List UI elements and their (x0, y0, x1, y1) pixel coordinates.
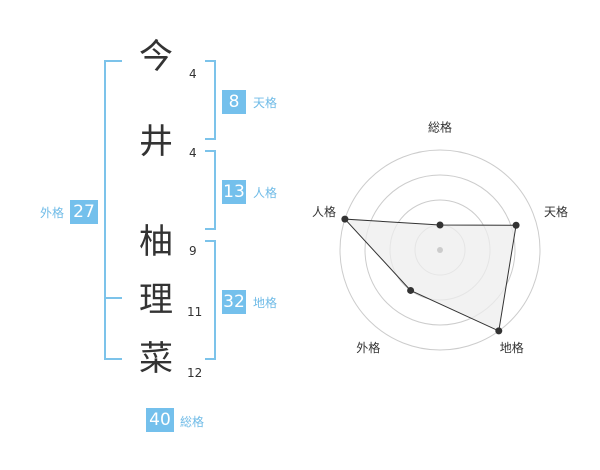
radar-axis-label-2: 地格 (500, 340, 524, 355)
stroke-count-2: 4 (189, 146, 197, 160)
tenkaku-bracket-top (205, 60, 215, 62)
gaikaku-bracket-top (104, 60, 122, 62)
radar-axis-label-3: 外格 (356, 340, 380, 355)
tenkaku-bracket-vertical (214, 60, 216, 140)
name-char-4: 理 (139, 280, 173, 320)
radar-point-0 (436, 221, 444, 229)
radar-center (437, 247, 443, 253)
radar-point-2 (495, 327, 503, 335)
soukaku-label: 総格 (180, 415, 205, 429)
stroke-count-5: 12 (187, 366, 203, 380)
chikaku-bracket-top (205, 240, 215, 242)
jinkaku-label: 人格 (253, 186, 278, 200)
radar-point-1 (512, 221, 520, 229)
stroke-count-3: 9 (189, 244, 197, 258)
chikaku-bracket-bottom (205, 358, 215, 360)
jinkaku-badge: 13 (222, 180, 246, 204)
stroke-count-1: 4 (189, 67, 197, 81)
name-char-3: 柚 (139, 222, 173, 262)
gaikaku-badge: 27 (70, 200, 98, 224)
gaikaku-bracket-vertical (104, 60, 106, 360)
jinkaku-bracket-top (205, 150, 215, 152)
radar-point-3 (407, 286, 415, 294)
soukaku-badge: 40 (146, 408, 174, 432)
chikaku-bracket-vertical (214, 240, 216, 360)
chikaku-label: 地格 (253, 296, 278, 310)
jinkaku-bracket-vertical (214, 150, 216, 230)
radar-axis-label-0: 総格 (428, 120, 452, 135)
radar-axis-label-4: 人格 (312, 204, 336, 219)
jinkaku-bracket-bottom (205, 228, 215, 230)
tenkaku-bracket-bottom (205, 138, 215, 140)
name-char-1: 今 (139, 37, 173, 77)
gaikaku-bracket-mid (104, 297, 122, 299)
radar-polygon (343, 218, 517, 332)
stroke-count-4: 11 (187, 305, 203, 319)
name-char-2: 井 (139, 122, 173, 162)
radar-axis-label-1: 天格 (544, 204, 568, 219)
radar-ring-4 (339, 149, 541, 351)
radar-ring-3 (364, 174, 516, 326)
radar-point-4 (341, 215, 349, 223)
gaikaku-label: 外格 (40, 206, 65, 220)
name-char-5: 菜 (139, 339, 173, 379)
chikaku-badge: 32 (222, 290, 246, 314)
tenkaku-label: 天格 (253, 96, 278, 110)
tenkaku-badge: 8 (222, 90, 246, 114)
gaikaku-bracket-bottom (104, 358, 122, 360)
